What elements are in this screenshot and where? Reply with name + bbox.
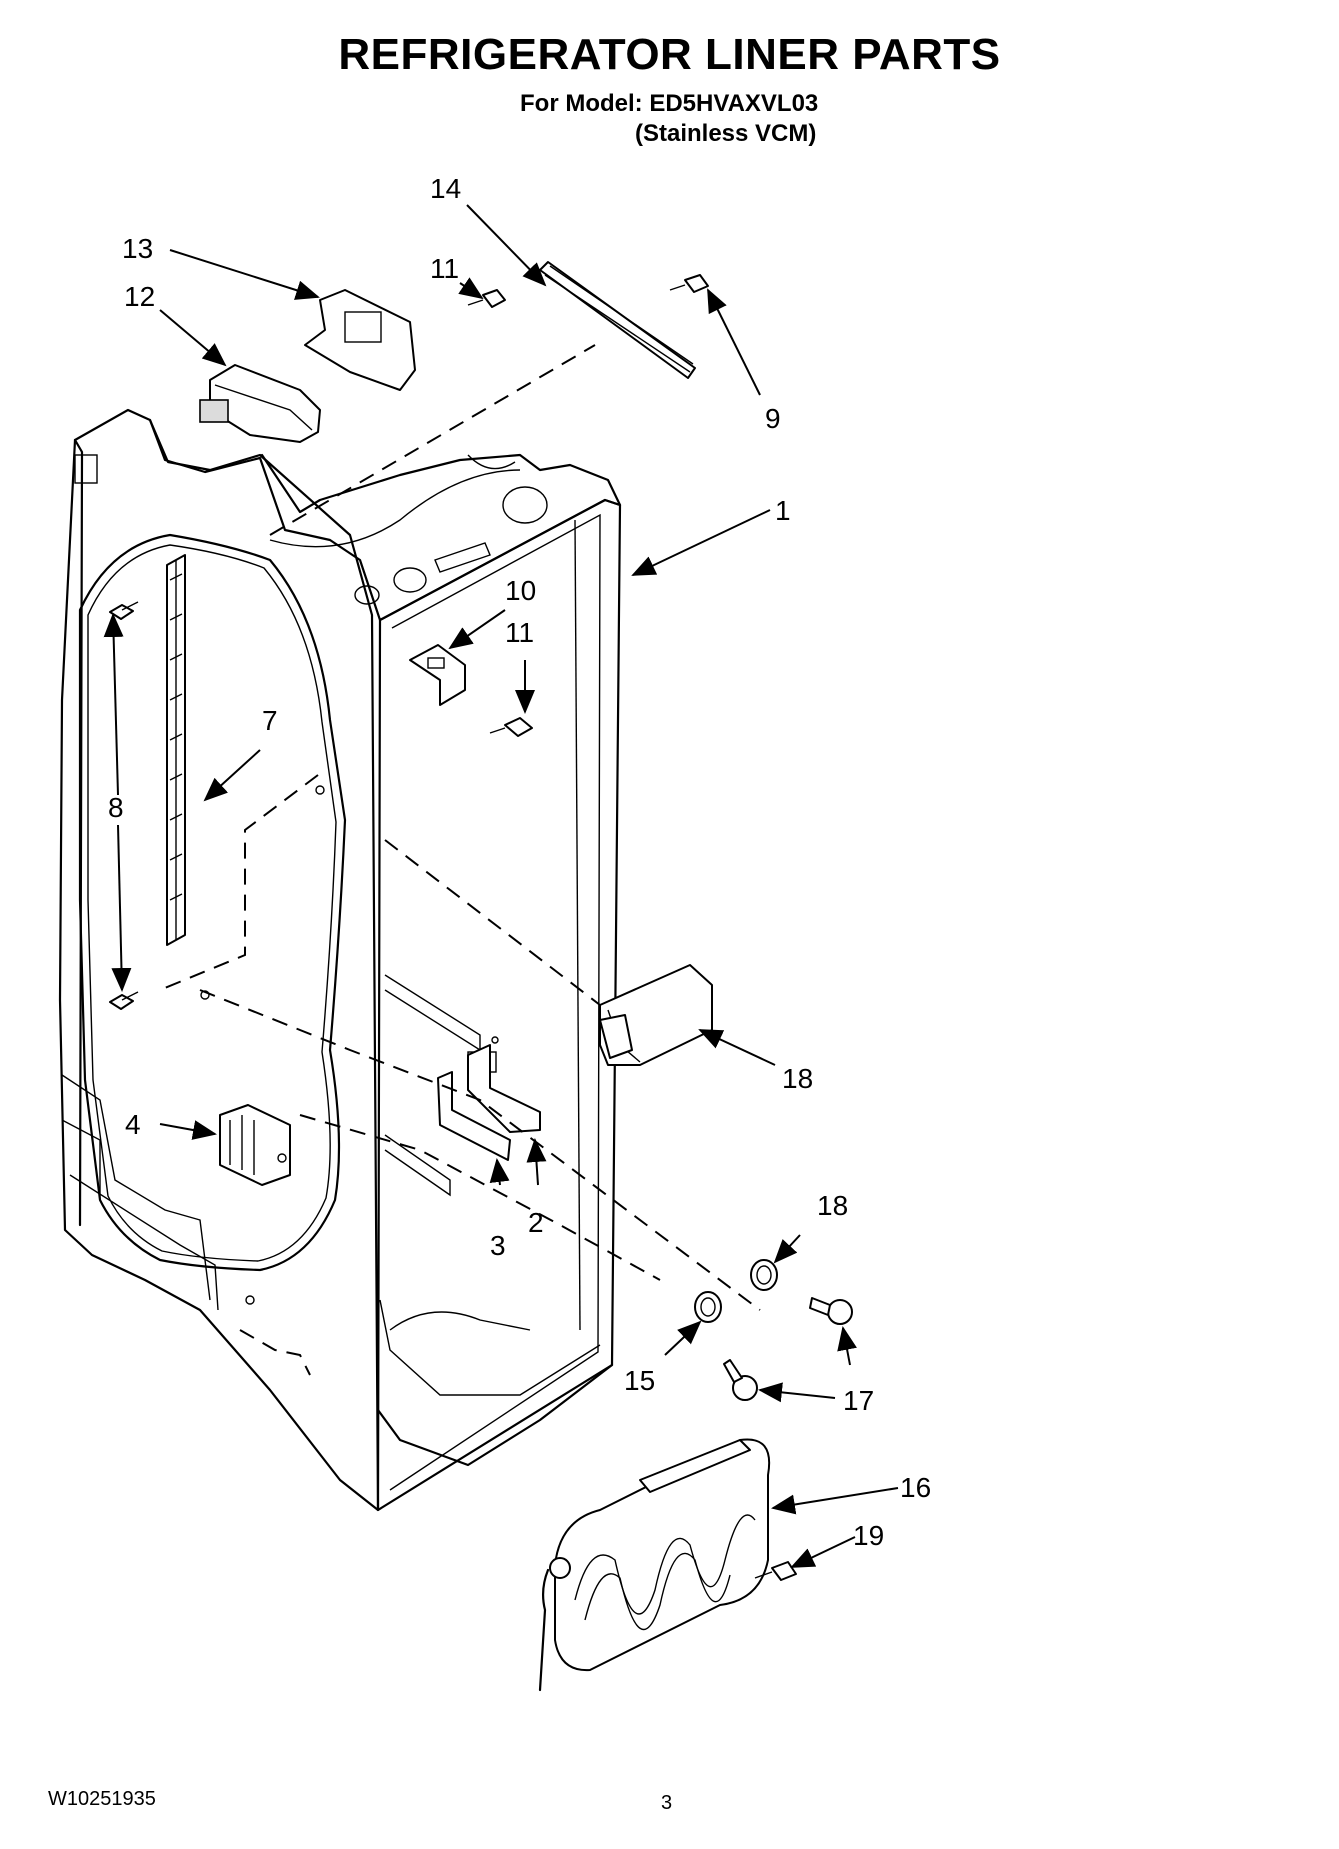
callout-18-upper: 18 xyxy=(782,1063,813,1094)
callout-11-top: 11 xyxy=(430,253,459,284)
callout-4: 4 xyxy=(125,1109,141,1140)
top-screw xyxy=(669,274,709,293)
callout-19: 19 xyxy=(853,1520,884,1551)
shelf-support-3 xyxy=(437,1071,511,1161)
callout-15: 15 xyxy=(624,1365,655,1396)
push-pin-upper xyxy=(809,1297,853,1325)
callout-1: 1 xyxy=(775,495,791,526)
screw-upper xyxy=(109,601,139,620)
grommet-18 xyxy=(750,1259,778,1291)
shelf-rail xyxy=(166,554,186,946)
callout-13: 13 xyxy=(122,233,153,264)
callout-labels: 14 13 11 12 9 1 10 11 7 8 18 4 2 3 18 15… xyxy=(108,173,931,1551)
page-title: REFRIGERATOR LINER PARTS xyxy=(338,30,1001,79)
mounting-bracket xyxy=(409,644,466,706)
push-pin-lower xyxy=(723,1359,758,1401)
callout-9: 9 xyxy=(765,403,781,434)
leader-lines xyxy=(103,204,899,1568)
callout-12: 12 xyxy=(124,281,155,312)
callout-17: 17 xyxy=(843,1385,874,1416)
callout-11-mid: 11 xyxy=(505,617,534,648)
document-number: W10251935 xyxy=(48,1788,156,1810)
callout-14: 14 xyxy=(430,173,461,204)
variant-line: (Stainless VCM) xyxy=(635,120,817,147)
air-duct xyxy=(599,964,713,1066)
defrost-heater xyxy=(538,1438,771,1692)
callout-2: 2 xyxy=(528,1207,544,1238)
callout-3: 3 xyxy=(490,1230,506,1261)
model-line: For Model: ED5HVAXVL03 xyxy=(520,90,819,117)
callout-8: 8 xyxy=(108,792,124,823)
callout-7: 7 xyxy=(262,705,278,736)
shelf-support-2 xyxy=(467,1044,541,1133)
screw-lower xyxy=(109,991,139,1010)
control-housing xyxy=(199,364,321,443)
page-number: 3 xyxy=(661,1792,673,1814)
callout-10: 10 xyxy=(505,575,536,606)
callout-18-lower: 18 xyxy=(817,1190,848,1221)
bracket-screw xyxy=(489,717,533,737)
callout-16: 16 xyxy=(900,1472,931,1503)
cover-screw xyxy=(467,289,506,308)
heater-screw xyxy=(754,1561,797,1581)
refrigerator-liner xyxy=(58,408,622,1512)
assembly-lines xyxy=(159,344,761,1376)
grommet-15 xyxy=(694,1291,722,1323)
control-cover xyxy=(304,289,416,391)
light-socket-housing xyxy=(219,1104,291,1186)
seal-strip xyxy=(539,261,696,379)
